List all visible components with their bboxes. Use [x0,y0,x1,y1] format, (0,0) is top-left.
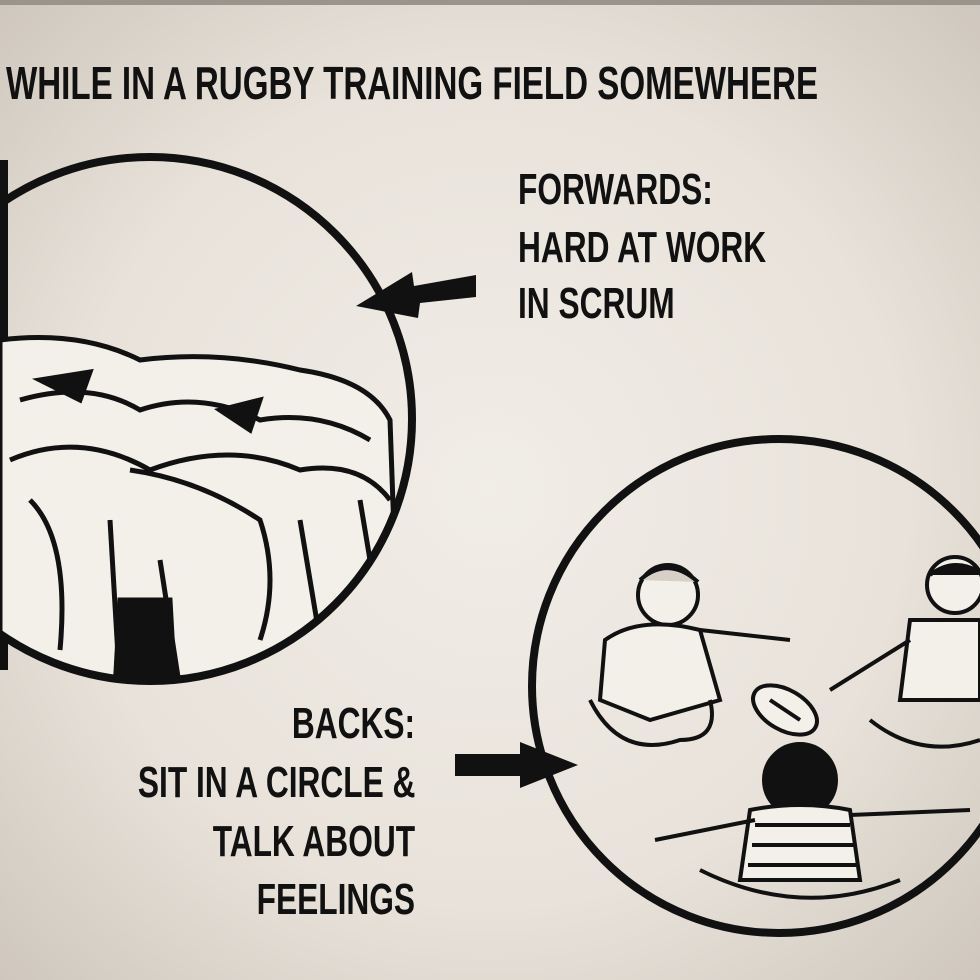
backs-circle [528,435,980,937]
scrum-drawing [0,335,403,681]
backs-drawing [588,555,980,900]
forwards-caption-line: IN SCRUM [518,279,675,328]
backs-arrow [455,742,578,788]
meme-title: WHILE IN A RUGBY TRAINING FIELD SOMEWHER… [6,57,819,109]
backs-caption-line: SIT IN A CIRCLE & [137,758,415,807]
top-border [0,0,980,5]
forwards-arrow [356,272,476,318]
backs-caption-line: FEELINGS [256,875,415,924]
forwards-caption-line: HARD AT WORK [518,223,767,272]
backs-label: BACKS: [291,699,415,748]
forwards-circle [0,153,416,685]
forwards-label: FORWARDS: [518,165,713,214]
backs-caption-line: TALK ABOUT [212,817,415,866]
